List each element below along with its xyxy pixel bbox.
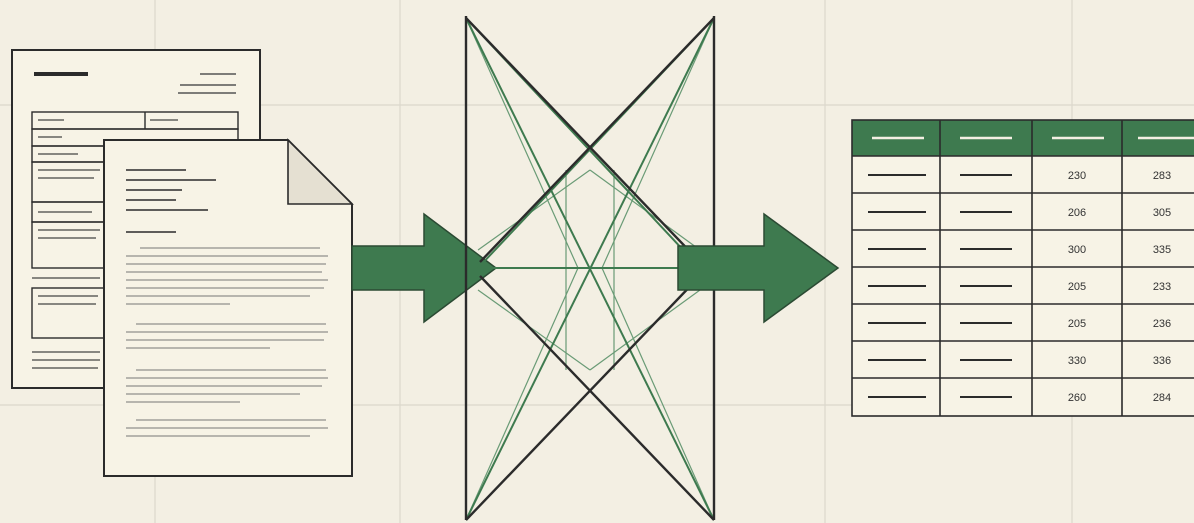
- table-cell-r6-c3: 330: [1068, 355, 1086, 367]
- table-cell-r2-c3: 206: [1068, 207, 1086, 219]
- table-cell-r7-c3: 260: [1068, 392, 1086, 404]
- table-cell-r1-c3: 230: [1068, 170, 1086, 182]
- processing-network: [466, 16, 714, 520]
- table-cell-r4-c4: 233: [1153, 281, 1171, 293]
- output-table: 230 283 206 305 300 335 205 233 205 236 …: [852, 120, 1194, 416]
- table-cell-r6-c4: 336: [1153, 355, 1171, 367]
- arrow-into-network: [352, 214, 496, 322]
- table-cell-r5-c4: 236: [1153, 318, 1171, 330]
- text-document: [104, 140, 352, 476]
- table-cell-r5-c3: 205: [1068, 318, 1086, 330]
- table-cell-r3-c3: 300: [1068, 244, 1086, 256]
- table-cell-r4-c3: 205: [1068, 281, 1086, 293]
- arrow-into-table: [678, 214, 838, 322]
- table-cell-r2-c4: 305: [1153, 207, 1171, 219]
- table-cell-r1-c4: 283: [1153, 170, 1171, 182]
- table-cell-r7-c4: 284: [1153, 392, 1171, 404]
- network-green-lines: [466, 18, 714, 520]
- form-title-bar: [34, 72, 88, 76]
- table-background: [852, 120, 1194, 416]
- folded-corner: [288, 140, 352, 204]
- table-cell-r3-c4: 335: [1153, 244, 1171, 256]
